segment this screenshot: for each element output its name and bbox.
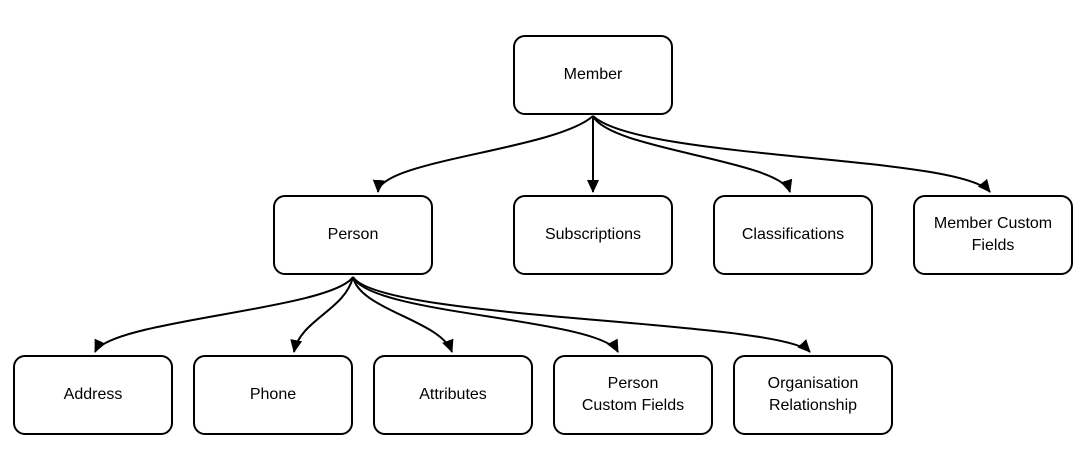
node-person-label: Person	[327, 226, 379, 243]
edge-person-to-phone	[290, 276, 354, 353]
node-subscriptions: Subscriptions	[513, 195, 673, 275]
node-attributes: Attributes	[373, 355, 533, 435]
node-phone: Phone	[193, 355, 353, 435]
node-member: Member	[513, 35, 673, 115]
node-organisation-relationship: Organisation Relationship	[733, 355, 893, 435]
node-classifications: Classifications	[713, 195, 873, 275]
node-person-custom-fields-label: Person Custom Fields	[581, 375, 685, 414]
edge-person-to-organisation-relationship	[352, 276, 811, 353]
node-person-custom-fields: Person Custom Fields	[553, 355, 713, 435]
node-address: Address	[13, 355, 173, 435]
edge-person-to-attributes	[352, 276, 454, 353]
edge-member-to-classifications	[592, 115, 793, 193]
node-member-label: Member	[563, 66, 623, 83]
node-attributes-label: Attributes	[419, 386, 487, 403]
node-organisation-relationship-label: Organisation Relationship	[767, 375, 859, 414]
edge-member-to-person	[372, 115, 594, 193]
edge-person-to-address	[94, 276, 354, 353]
node-person: Person	[273, 195, 433, 275]
edge-member-to-member-custom-fields	[592, 115, 991, 193]
node-classifications-label: Classifications	[741, 226, 845, 243]
node-member-custom-fields-label: Member Custom Fields	[933, 215, 1053, 254]
edge-person-to-person-custom-fields	[352, 276, 619, 353]
node-phone-label: Phone	[249, 386, 297, 403]
node-address-label: Address	[63, 386, 123, 403]
node-subscriptions-label: Subscriptions	[544, 226, 642, 243]
node-member-custom-fields: Member Custom Fields	[913, 195, 1073, 275]
